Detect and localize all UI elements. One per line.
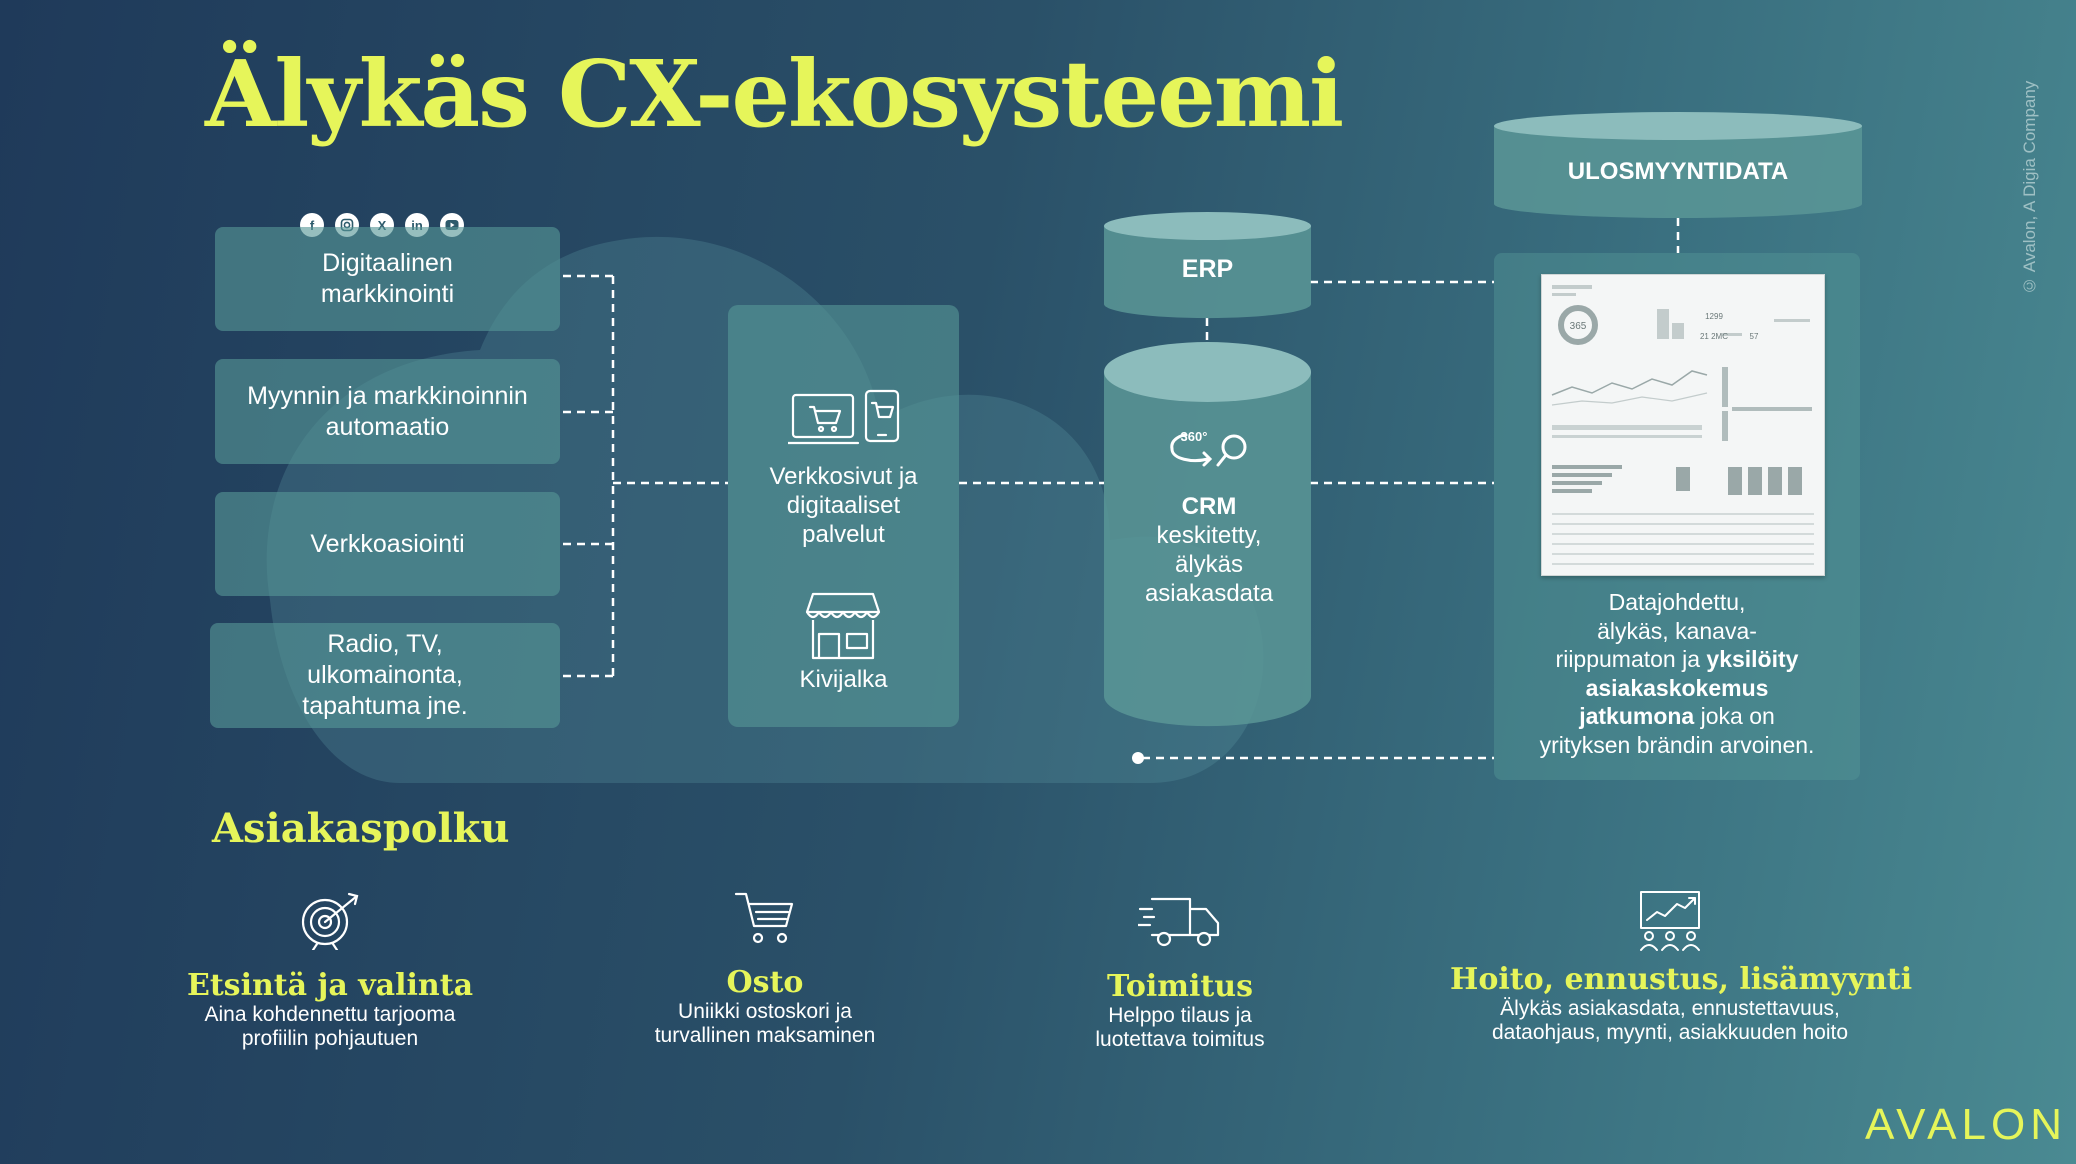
report-dashboard: 365 1299 21 2MC 57 [1541,274,1825,576]
store-label: Kivijalka [799,666,888,693]
erp-label: ERP [1181,255,1234,283]
channel-online-service: Verkkoasiointi [215,492,560,596]
erp-database [1104,212,1311,319]
crm-database [1104,342,1311,727]
channel-label: Radio, TV, ulkomainonta, tapahtuma jne. [302,630,468,720]
touchpoints-panel: Verkkosivut ja digitaaliset palvelut Kiv… [728,305,959,727]
crm-text: CRM keskitetty, älykäs asiakasdata [1105,492,1313,608]
channel-radio-tv: Radio, TV, ulkomainonta, tapahtuma jne. [210,623,560,728]
target-icon [301,892,359,950]
crm-description: keskitetty, älykäs asiakasdata [1144,522,1274,607]
report-number-4: 57 [1750,332,1759,341]
storefront-icon [805,592,881,660]
channel-label: Myynnin ja markkinoinnin automaatio [247,381,528,441]
step-title: Etsintä ja valinta [186,968,474,1003]
upsell-text-2: joka on yrityksen brändin arvoinen. [1539,703,1815,758]
crm-title: CRM [1181,493,1237,520]
upsell-text-bold: yksilöity asiakaskokemus jatkumona [1579,646,1799,729]
crm-badge: 360° [1181,429,1208,444]
upsell-database [1494,112,1862,218]
step-title: Osto [726,965,804,1000]
channel-marketing-automation: Myynnin ja markkinoinnin automaatio [215,359,560,464]
web-services-label: Verkkosivut ja digitaaliset palvelut [769,463,918,548]
upsell-label: ULOSMYYNTIDATA [1567,158,1789,185]
step-description: Uniikki ostoskori ja turvallinen maksami… [654,1000,876,1047]
upsell-description: Datajohdettu, älykäs, kanava- riippumato… [1500,588,1854,759]
avalon-logo: AVALON [1865,1100,2067,1149]
journey-step-care: Hoito, ennustus, lisämyynti Älykäs asiak… [1450,890,1913,1045]
truck-icon [1138,897,1220,947]
report-number-1: 365 [1570,321,1587,332]
devices-icon [788,389,900,445]
channel-digital-marketing: Digitaalinen markkinointi [215,227,560,331]
report-number-3: 21 2MC [1700,332,1728,341]
step-description: Älykäs asiakasdata, ennustettavuus, data… [1491,997,1849,1044]
analytics-icon [1640,891,1700,951]
step-description: Helppo tilaus ja luotettava toimitus [1095,1004,1265,1051]
report-number-2: 1299 [1705,312,1723,321]
step-title: Toimitus [1107,969,1253,1004]
journey-heading: Asiakaspolku [212,805,510,852]
page-title: Älykäs CX-ekosysteemi [205,40,1344,148]
cart-icon [734,892,794,944]
step-description: Aina kohdennettu tarjooma profiilin pohj… [204,1003,456,1050]
upsell-text-1: Datajohdettu, älykäs, kanava- riippumato… [1555,589,1757,672]
channel-label: Verkkoasiointi [310,529,465,558]
step-title: Hoito, ennustus, lisämyynti [1450,962,1913,997]
journey-step-purchase: Osto Uniikki ostoskori ja turvallinen ma… [620,890,910,1048]
crm-360-search-icon: 360° [1170,429,1247,467]
journey-step-search: Etsintä ja valinta Aina kohdennettu tarj… [180,890,480,1051]
channel-label: Digitaalinen markkinointi [320,249,455,308]
copyright-text: © Avalon, A Digia Company [2020,80,2039,295]
journey-step-delivery: Toimitus Helppo tilaus ja luotettava toi… [1050,895,1310,1052]
